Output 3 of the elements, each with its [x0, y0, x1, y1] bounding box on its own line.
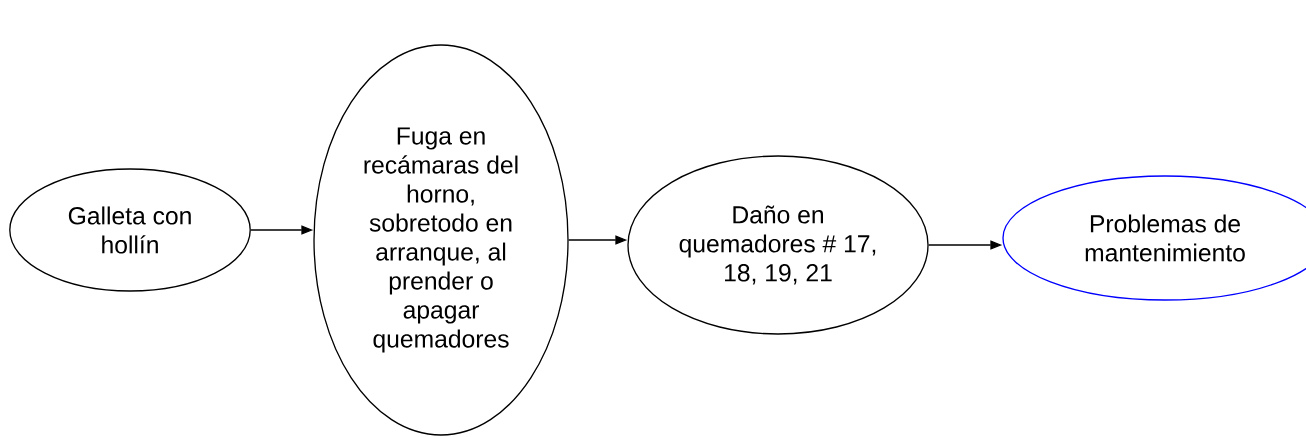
ellipse-node: Fuga en recámaras del horno, sobretodo en arranque, al prender o apagar quemadores — [313, 44, 569, 436]
ellipse-node: Galleta con hollín — [9, 168, 251, 292]
ellipse-node: Daño en quemadores # 17, 18, 19, 21 — [627, 155, 929, 335]
